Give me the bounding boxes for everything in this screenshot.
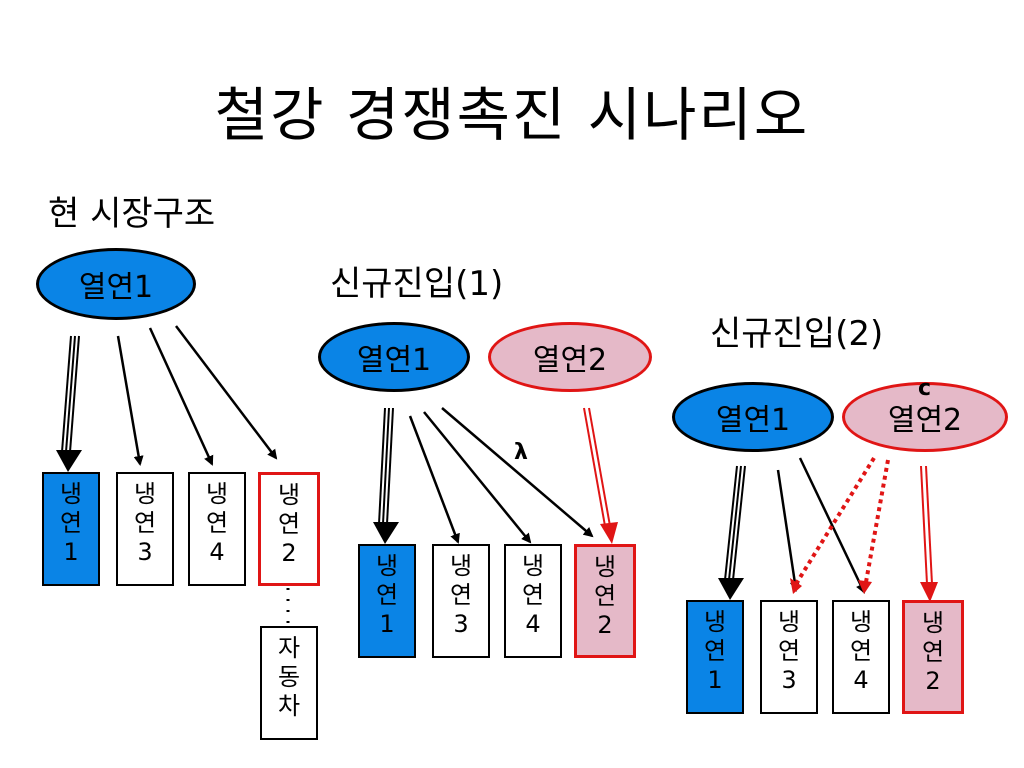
box-char: 4: [209, 538, 225, 566]
box-char: 냉: [133, 480, 157, 508]
box-char: 연: [205, 509, 229, 537]
box-char: 1: [707, 666, 723, 694]
entry2-box-4: 냉 연 4: [832, 600, 890, 714]
current-box-2: 냉 연 2: [258, 472, 320, 586]
box-char: 자: [277, 634, 301, 662]
entry2-supplier-2: 열연2: [842, 382, 1008, 452]
entry2-dotted-edge-3: [794, 456, 876, 586]
box-char: 연: [703, 637, 727, 665]
entry2-heading: 신규진입(2): [710, 314, 884, 354]
entry1-box-4: 냉 연 4: [504, 544, 562, 658]
box-char: 3: [781, 666, 797, 694]
box-char: 연: [59, 509, 83, 537]
box-char: 연: [133, 509, 157, 537]
box-char: 연: [449, 581, 473, 609]
entry1-heading: 신규진입(1): [330, 264, 504, 304]
current-supplier-1: 열연1: [36, 248, 196, 320]
box-char: 냉: [449, 552, 473, 580]
entry1-box-1: 냉 연 1: [358, 544, 416, 658]
entry1-edge-1: [373, 407, 399, 544]
box-char: 2: [925, 667, 941, 695]
entry1-red-edge: [583, 407, 618, 544]
current-edge-4: [148, 327, 214, 466]
entry1-box-2: 냉 연 2: [574, 544, 636, 658]
box-char: 연: [375, 581, 399, 609]
current-heading: 현 시장구조: [48, 194, 216, 234]
entry2-box-3: 냉 연 3: [760, 600, 818, 714]
entry1-edge-3: [408, 415, 460, 544]
entry2-red-edge: [920, 465, 938, 602]
entry2-box-1: 냉 연 1: [686, 600, 744, 714]
current-edge-2: [175, 325, 278, 460]
entry2-dotted-arrow-4: [858, 580, 872, 594]
box-char: 연: [521, 581, 545, 609]
entry1-edge-4: [423, 411, 532, 544]
box-char: 냉: [849, 608, 873, 636]
entry2-mark: c: [918, 376, 932, 401]
current-auto-box: 자 동 차: [260, 626, 318, 740]
box-char: 연: [849, 637, 873, 665]
current-box-3: 냉 연 3: [116, 472, 174, 586]
box-char: 냉: [593, 553, 617, 581]
entry2-dotted-edge-4: [864, 459, 890, 583]
entry2-edge-3: [776, 469, 800, 592]
current-edge-1: [56, 335, 82, 472]
box-char: 4: [525, 610, 541, 638]
entry1-edge-2: [441, 407, 594, 538]
entry2-supplier-1: 열연1: [672, 382, 834, 452]
box-char: 4: [853, 666, 869, 694]
current-box-4: 냉 연 4: [188, 472, 246, 586]
entry1-supplier-1: 열연1: [318, 322, 470, 392]
box-char: 냉: [777, 608, 801, 636]
entry2-dotted-arrow-3: [790, 578, 802, 594]
current-box-1: 냉 연 1: [42, 472, 100, 586]
box-char: 연: [777, 637, 801, 665]
box-char: 차: [277, 692, 301, 720]
box-char: 연: [593, 582, 617, 610]
box-char: 1: [63, 538, 79, 566]
entry2-edge-1: [718, 465, 746, 600]
entry2-box-2: 냉 연 2: [902, 600, 964, 714]
box-char: 연: [277, 510, 301, 538]
box-char: 2: [281, 539, 297, 567]
box-char: 냉: [375, 552, 399, 580]
box-char: 냉: [921, 609, 945, 637]
box-char: 동: [277, 663, 301, 691]
box-char: 냉: [703, 608, 727, 636]
box-char: 냉: [59, 480, 83, 508]
entry1-mark: λ: [514, 440, 528, 465]
entry1-box-3: 냉 연 3: [432, 544, 490, 658]
box-char: 냉: [521, 552, 545, 580]
box-char: 3: [137, 538, 153, 566]
box-char: 연: [921, 638, 945, 666]
box-char: 1: [379, 610, 395, 638]
box-char: 3: [453, 610, 469, 638]
box-char: 냉: [205, 480, 229, 508]
entry2-edge-4: [798, 457, 866, 594]
entry1-supplier-2: 열연2: [488, 322, 652, 392]
box-char: 냉: [277, 481, 301, 509]
page-title: 철강 경쟁촉진 시나리오: [214, 81, 810, 149]
current-edge-3: [116, 335, 144, 466]
box-char: 2: [597, 611, 613, 639]
